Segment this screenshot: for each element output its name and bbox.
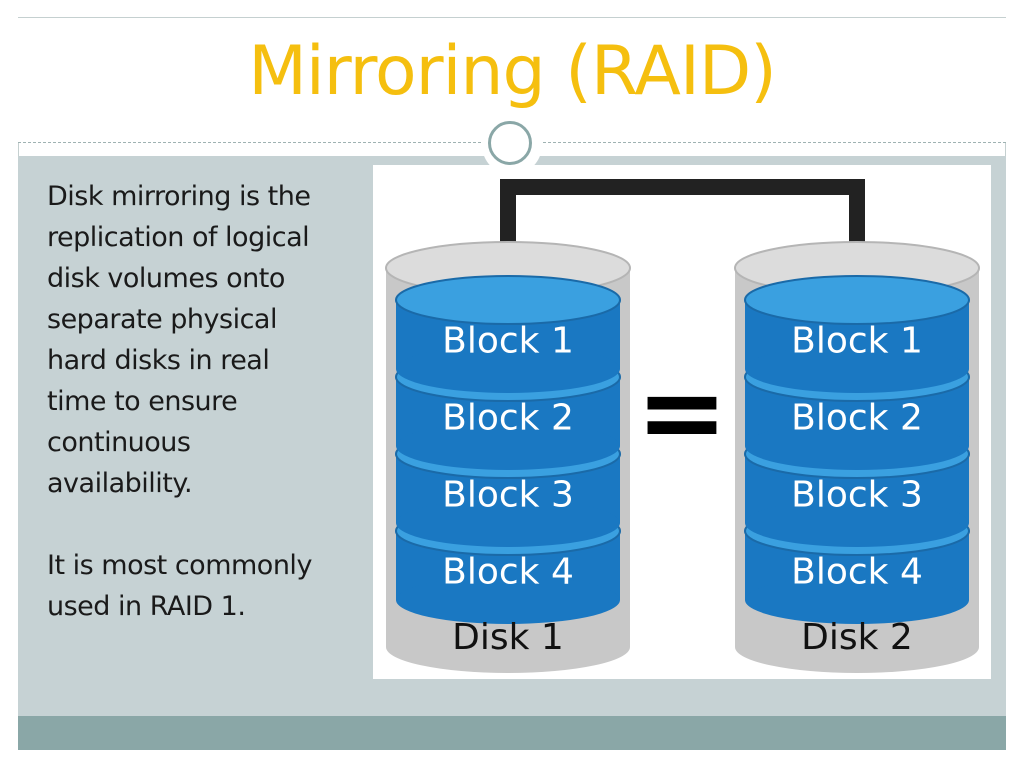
block-label: Block 1 — [442, 321, 574, 362]
paragraph-1-line: time to ensure — [47, 386, 238, 417]
paragraph-1: Disk mirroring is the replication of log… — [47, 176, 367, 504]
paragraph-2: It is most commonly used in RAID 1. — [47, 545, 367, 627]
paragraph-1-line: Disk mirroring is the — [47, 181, 311, 212]
slide-title: Mirroring (RAID) — [248, 32, 777, 111]
block-bottom — [745, 422, 969, 470]
body-text: Disk mirroring is the replication of log… — [47, 176, 367, 627]
paragraph-1-line: disk volumes onto — [47, 263, 285, 294]
mirror-connector-line — [500, 179, 865, 290]
block-bottom — [396, 499, 620, 547]
block-label: Block 4 — [442, 552, 574, 593]
block-label: Block 2 — [791, 398, 923, 439]
paragraph-1-line: replication of logical — [47, 222, 310, 253]
block-bottom — [745, 345, 969, 393]
block-bottom — [745, 576, 969, 624]
footer-bar — [18, 716, 1006, 750]
paragraph-1-line: continuous — [47, 427, 191, 458]
block-label: Block 2 — [442, 398, 574, 439]
block-bottom — [396, 422, 620, 470]
block-label: Block 4 — [791, 552, 923, 593]
disk-label: Disk 1 — [452, 617, 564, 658]
block-label: Block 3 — [442, 475, 574, 516]
paragraph-1-line: availability. — [47, 468, 193, 499]
block-bottom — [745, 499, 969, 547]
disk-base — [386, 621, 630, 673]
disk-base — [735, 621, 979, 673]
paragraph-2-line: used in RAID 1. — [47, 591, 246, 622]
paragraph-2-line: It is most commonly — [47, 550, 312, 581]
divider-circle-icon — [488, 121, 532, 165]
block-top — [395, 275, 621, 325]
paragraph-1-line: separate physical — [47, 304, 277, 335]
equals-sign: = — [636, 348, 728, 476]
block-top — [744, 275, 970, 325]
disk-label: Disk 2 — [801, 617, 913, 658]
raid-mirroring-diagram: Block 4 Block 3 Block 2 Block 1 Disk 1 Block … — [373, 165, 991, 679]
paragraph-1-line: hard disks in real — [47, 345, 270, 376]
block-bottom — [396, 576, 620, 624]
block-label: Block 3 — [791, 475, 923, 516]
diagram-svg: Block 4 Block 3 Block 2 Block 1 Disk 1 Block … — [385, 179, 980, 673]
block-label: Block 1 — [791, 321, 923, 362]
block-bottom — [396, 345, 620, 393]
